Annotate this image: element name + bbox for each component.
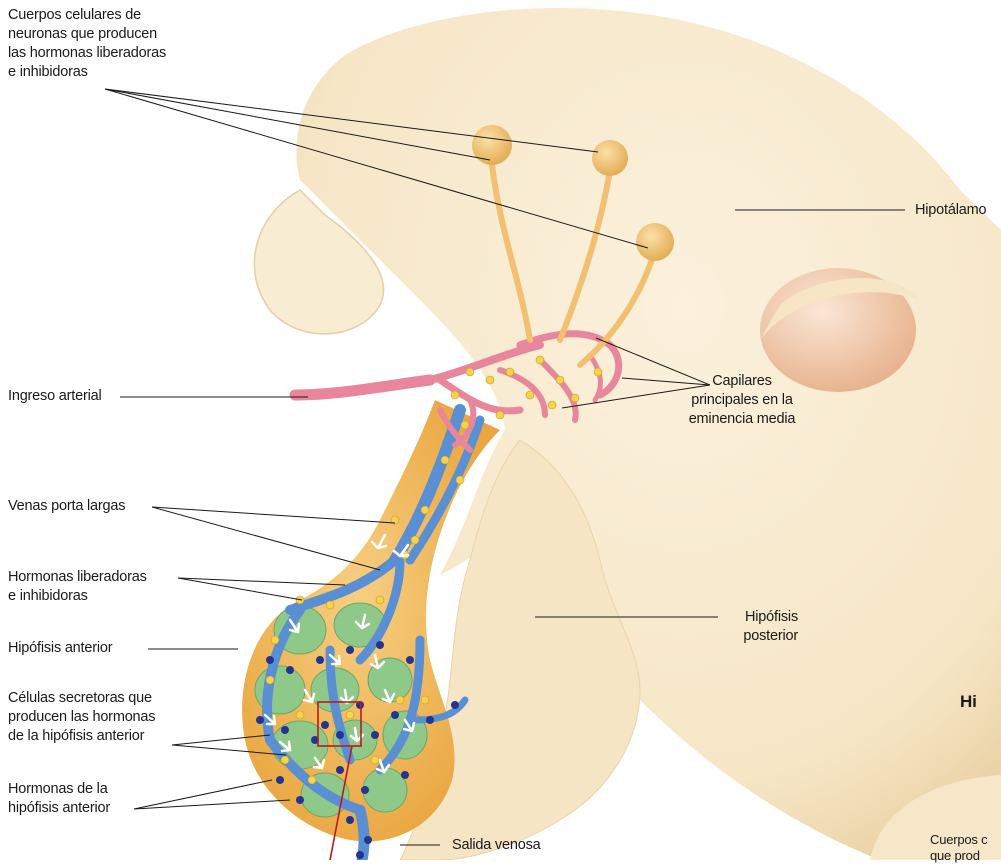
label-secretory-cells: Células secretoras que producen las horm…	[8, 689, 155, 746]
label-arterial-inflow: Ingreso arterial	[8, 387, 102, 406]
neuron-cell-body	[592, 140, 628, 176]
label-hypothalamus: Hipotálamo	[915, 201, 986, 220]
label-long-portal-veins: Venas porta largas	[8, 497, 125, 516]
neuron-cell-body	[472, 125, 512, 165]
label-venous-outflow: Salida venosa	[452, 836, 541, 855]
neuron-cell-body	[636, 223, 674, 261]
cut-label: Cuerpos c que prod	[930, 832, 987, 864]
label-releasing-hormones: Hormonas liberadoras e inhibidoras	[8, 568, 147, 606]
label-cell-bodies: Cuerpos celulares de neuronas que produc…	[8, 6, 166, 82]
label-anterior-pituitary: Hipófisis anterior	[8, 639, 112, 658]
cut-heading: Hi	[960, 692, 977, 711]
label-primary-capillaries: Capilares principales en la eminencia me…	[660, 372, 824, 429]
label-anterior-hormones: Hormonas de la hipófisis anterior	[8, 780, 110, 818]
label-posterior-pituitary: Hipófisis posterior	[700, 608, 798, 646]
